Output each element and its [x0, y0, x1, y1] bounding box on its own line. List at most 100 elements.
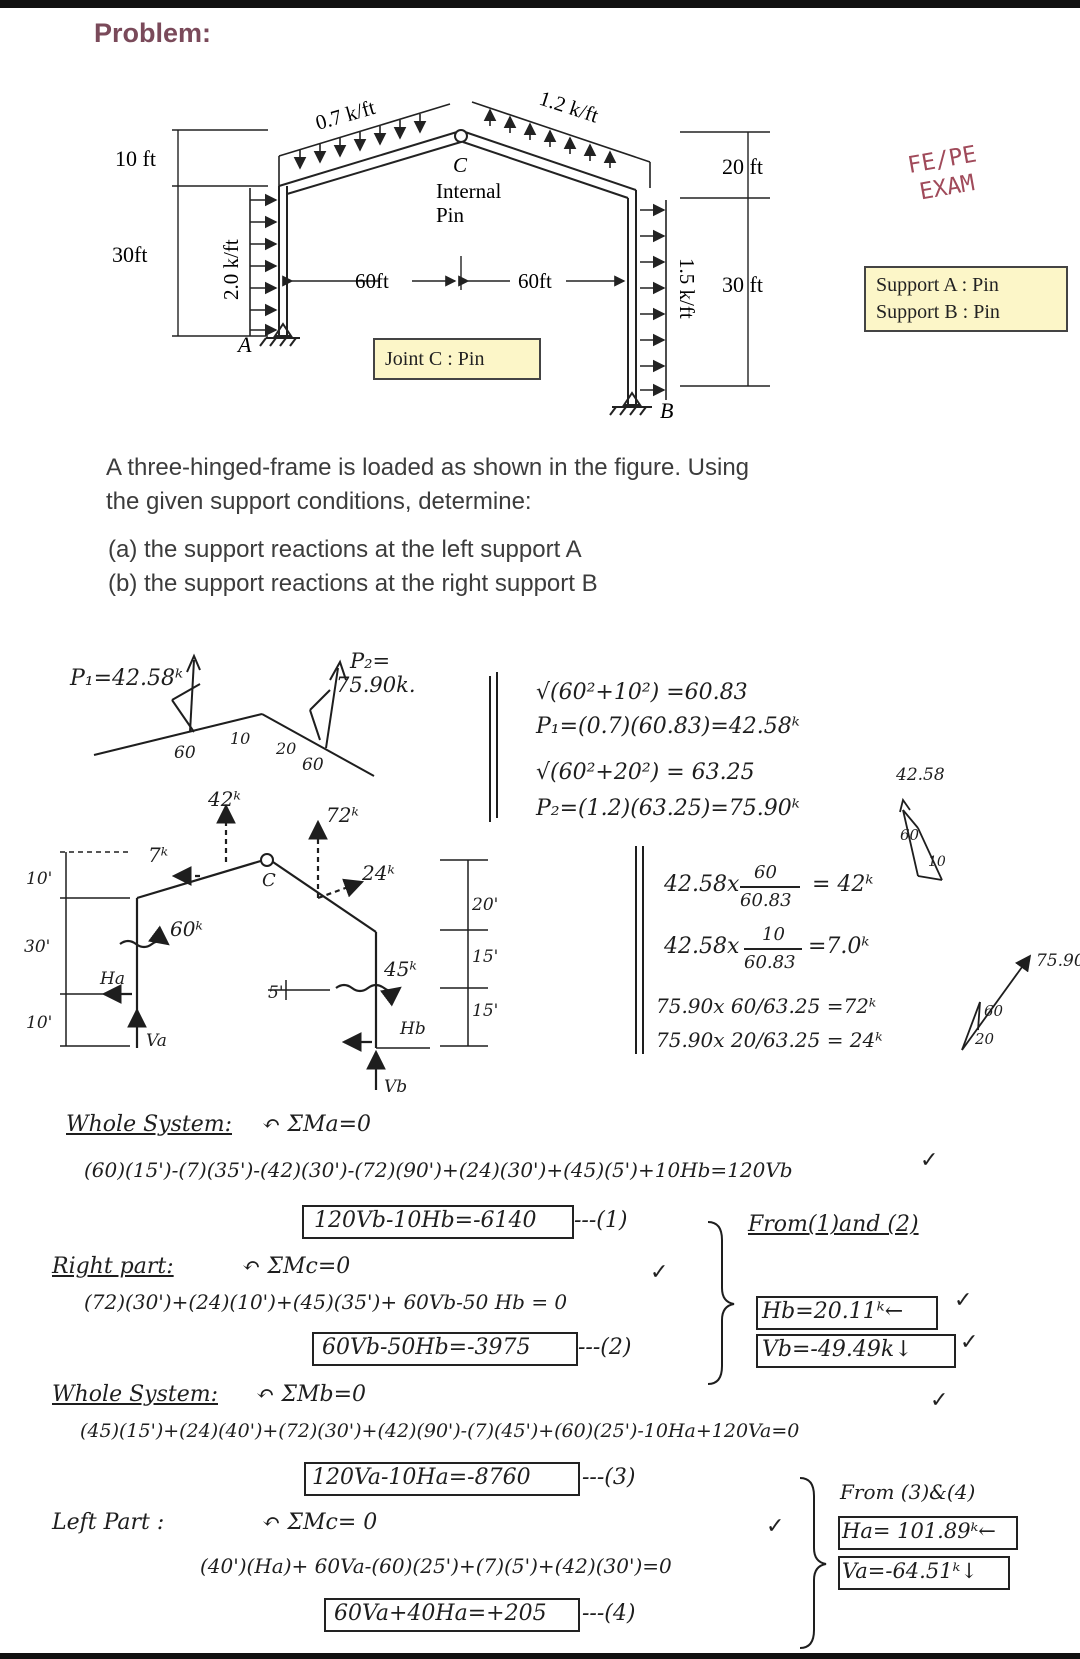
component-3: 75.90x 60/63.25 =72ᵏ	[656, 994, 877, 1018]
separator-lines	[489, 672, 644, 1054]
equation-2-tag: ---(2)	[578, 1335, 632, 1360]
span-right-label: 60ft	[518, 269, 552, 293]
whole-system-1-sum: ↶ ΣMa=0	[262, 1112, 372, 1137]
page-title: Problem:	[94, 18, 212, 48]
fbd-10a: 10'	[26, 869, 52, 889]
fbd-va: Va	[146, 1031, 167, 1051]
roof-20: 20	[275, 739, 296, 758]
component-1-num: 60	[754, 862, 777, 883]
fbd-24k: 24ᵏ	[361, 861, 395, 885]
tri1-value: 42.58	[895, 765, 945, 785]
right-height-dimension	[680, 131, 770, 387]
fbd-pin-c	[260, 853, 274, 867]
p1-label: P₁=42.58ᵏ	[69, 666, 183, 691]
span-dimension	[282, 256, 626, 290]
ha-result: Ha= 101.89ᵏ←	[842, 1519, 996, 1543]
calc-line-4: P₂=(1.2)(63.25)=75.90ᵏ	[536, 796, 800, 821]
tri2-60: 60	[984, 1002, 1004, 1020]
calc-line-2: P₁=(0.7)(60.83)=42.58ᵏ	[536, 714, 800, 739]
dim-right-bottom: 30 ft	[722, 272, 763, 297]
whole-system-2-sum: ↶ ΣMb=0	[256, 1382, 367, 1407]
tri1-10: 10	[928, 854, 946, 870]
component-1-result: = 42ᵏ	[812, 872, 874, 897]
free-body-frame	[60, 803, 488, 1090]
joint-c-box: Joint C : Pin	[373, 338, 541, 380]
load-right-column-label: 1.5 k/ft	[675, 258, 699, 319]
check-mark: ✓	[650, 1260, 669, 1285]
bottom-border	[0, 1653, 1080, 1659]
hb-result: Hb=20.11ᵏ←	[762, 1299, 904, 1324]
tri2-20: 20	[974, 1030, 995, 1048]
right-roof-load	[471, 101, 651, 188]
component-2-num: 10	[762, 924, 785, 945]
equation-3: 120Va-10Ha=-8760	[312, 1465, 531, 1490]
fbd-60k: 60ᵏ	[170, 917, 203, 941]
whole-system-2-title: Whole System:	[52, 1382, 218, 1407]
right-part-title: Right part:	[52, 1254, 174, 1279]
internal-pin-c	[454, 129, 468, 143]
equation-2: 60Vb-50Hb=-3975	[322, 1335, 531, 1360]
fbd-hb: Hb	[399, 1019, 426, 1039]
component-1-a: 42.58x	[664, 872, 740, 897]
calc-line-3: √(60²+20²) = 63.25	[536, 760, 755, 785]
problem-part-a: (a) the support reactions at the left su…	[108, 536, 582, 563]
fbd-15b: 15'	[472, 1001, 498, 1021]
equation-3-box	[304, 1462, 580, 1496]
frame-members	[278, 131, 637, 405]
load-right-roof-label: 1.2 k/ft	[536, 86, 601, 128]
pin-letter: C	[453, 153, 468, 177]
roof-60-right: 60	[302, 755, 324, 775]
fbd-42k: 42ᵏ	[207, 787, 241, 811]
hb-result-box	[756, 1296, 938, 1330]
right-part-sum: ↶ ΣMc=0	[242, 1254, 351, 1279]
problem-part-b: (b) the support reactions at the right s…	[108, 570, 598, 597]
calc-line-1: √(60²+10²) =60.83	[536, 680, 748, 705]
fbd-ha: Ha	[99, 969, 125, 989]
component-1-frac-bar	[740, 886, 800, 888]
roof-60-left: 60	[174, 743, 196, 763]
left-part-title: Left Part :	[52, 1510, 165, 1535]
support-box-line-1: Support A : Pin	[876, 274, 999, 296]
component-4: 75.90x 20/63.25 = 24ᵏ	[656, 1028, 883, 1052]
support-a-label: A	[236, 332, 252, 357]
dim-right-top: 20 ft	[722, 154, 763, 179]
equation-1-box	[302, 1205, 574, 1239]
span-left-label: 60ft	[355, 269, 389, 293]
ha-result-box	[838, 1516, 1018, 1550]
load-left-column-label: 2.0 k/ft	[219, 239, 243, 300]
equation-4-tag: ---(4)	[582, 1601, 636, 1626]
check-mark: ✓	[960, 1330, 979, 1355]
dim-left-top: 10 ft	[115, 146, 156, 171]
roof-10: 10	[230, 729, 250, 748]
component-1-den: 60.83	[740, 890, 792, 911]
check-mark: ✓	[930, 1388, 949, 1413]
problem-line-2: the given support conditions, determine:	[106, 488, 532, 515]
check-mark: ✓	[766, 1514, 785, 1539]
from-3-and-4: From (3)&(4)	[840, 1480, 976, 1504]
fbd-30: 30'	[24, 937, 50, 957]
frame-figure: 10 ft 30ft 20 ft 30 ft 0.7 k/ft 1.2 k/ft…	[112, 86, 770, 423]
va-result-box	[838, 1556, 1010, 1590]
fbd-20: 20'	[471, 895, 498, 915]
va-result: Va=-64.51ᵏ↓	[842, 1559, 978, 1583]
left-roof-load	[278, 103, 451, 186]
vb-result-box	[756, 1334, 956, 1368]
from-1-and-2: From(1)and (2)	[748, 1212, 919, 1237]
left-column-load	[249, 188, 278, 337]
fbd-10b: 10'	[26, 1013, 52, 1033]
top-border	[0, 0, 1080, 8]
equation-1: 120Vb-10Hb=-6140	[314, 1208, 537, 1233]
fbd-5: 5'	[268, 983, 284, 1003]
component-2-frac-bar	[744, 948, 802, 950]
support-b-symbol	[609, 391, 652, 416]
fbd-c: C	[262, 870, 276, 891]
right-column-load	[640, 200, 667, 400]
equation-2-box	[312, 1332, 578, 1366]
solution-sketches: P₁=42.58ᵏ P₂= 75.90k. 60 10 20 60 42.58 …	[24, 649, 1080, 1097]
support-a-symbol	[259, 322, 300, 347]
fbd-45k: 45ᵏ	[383, 957, 417, 981]
left-height-dimension	[172, 129, 268, 337]
p2-label-2: 75.90k.	[336, 673, 416, 697]
component-2-a: 42.58x	[664, 934, 740, 959]
